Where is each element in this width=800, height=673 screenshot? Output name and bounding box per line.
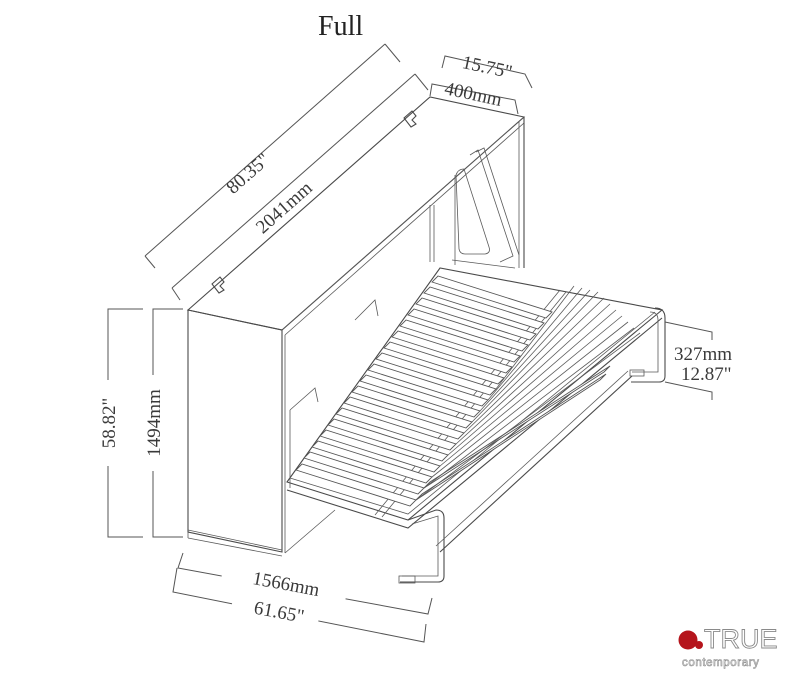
dimension-length-inches: 80.35" bbox=[144, 43, 401, 269]
dimension-height: 58.82" 1494mm bbox=[98, 308, 183, 538]
logo-red-dot-icon bbox=[678, 630, 698, 650]
bracket-icon-bottom bbox=[211, 276, 225, 294]
leg-height-mm-label: 327mm bbox=[674, 344, 732, 365]
logo-brand-top: TRUE bbox=[704, 624, 778, 654]
depth-inches-label: 15.75" bbox=[460, 52, 514, 83]
leg-height-inches-label: 12.87" bbox=[681, 364, 732, 385]
diagram-title: Full bbox=[318, 11, 363, 42]
bed-legs bbox=[398, 307, 666, 584]
dimension-depth: 15.75" 400mm bbox=[429, 52, 533, 115]
logo-brand-bottom: contemporary bbox=[682, 657, 760, 669]
cabinet bbox=[186, 96, 526, 557]
bed-slats bbox=[295, 275, 611, 507]
height-mm-label: 1494mm bbox=[144, 389, 165, 457]
dimension-leg-height: 327mm 12.87" bbox=[664, 321, 732, 400]
dimension-length-mm: 2041mm bbox=[171, 73, 429, 301]
true-contemporary-logo: TRUE contemporary bbox=[678, 624, 778, 669]
length-inches-label: 80.35" bbox=[222, 149, 274, 198]
length-mm-label: 2041mm bbox=[252, 177, 317, 238]
bracket-icon-top bbox=[403, 110, 417, 128]
lift-mechanism bbox=[451, 147, 520, 269]
dimension-width: 1566mm 61.65" bbox=[172, 552, 433, 643]
bed-frame bbox=[286, 267, 666, 584]
bed-slats-right bbox=[415, 285, 641, 501]
height-inches-label: 58.82" bbox=[99, 398, 120, 449]
